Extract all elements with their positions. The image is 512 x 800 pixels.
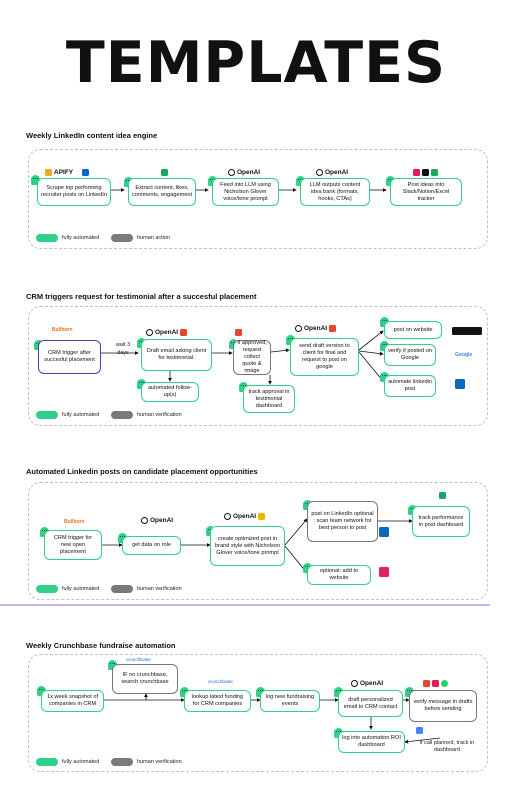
automation-bot-icon [37,686,46,696]
section-title-testimonial: CRM triggers request for testimonial aft… [26,292,257,301]
legend-automated-label: fully automated [62,412,100,418]
legend-automated-swatch [36,234,58,242]
slack-notion-sheets-icons [413,169,438,176]
workflow-step-scrape: Scrape top performing recruiter posts on… [37,178,111,206]
workflow-step-add-website: optional: add to website [307,565,371,585]
section-divider [0,604,490,606]
bullhorn-logo: Bullhorn [52,327,73,333]
legend-human-label: human verification [137,586,182,592]
apify-logo: APIFY [45,169,73,176]
workflow-step-crm-trigger: CRM trigger after succesful placement [38,340,101,374]
workflow-step-verify-drafts: verify message in drafts before sending [409,690,477,722]
section-title-linkedin-engine: Weekly LinkedIn content idea engine [26,131,158,140]
workflow-step-extract: Extract content, likes, comments, engage… [128,178,196,206]
openai-logo: OpenAI [316,169,348,176]
sheets-icon [161,169,168,176]
workflow-step-roi-dashboard: log into automation ROI dashboard [338,731,405,753]
legend-automated-swatch [36,411,58,419]
openai-logo: OpenAI [141,517,173,524]
workflow-step-track-approval: track approval in testimonial dashboard [243,385,295,413]
crunchbase-logo: crunchbase [126,658,151,663]
sheets-icon [439,492,446,499]
legend-automated-label: fully automated [62,235,100,241]
legend-human-swatch [111,758,133,766]
workflow-step-if-no-crunchbase: IF no crunchbase, search crunchbase [112,664,178,694]
automation-bot-icon [380,317,389,327]
workflow-panel-testimonial [28,306,488,426]
nicholson-glover-logo [452,327,482,335]
workflow-step-new-placement: CRM trigger for new open placement [44,530,102,560]
legend-automated-label: fully automated [62,586,100,592]
workflow-note-call-planned: if call planned, track in dashboard [419,740,475,753]
legend-automated-label: fully automated [62,759,100,765]
workflow-step-weekly-snapshot: 1x week snapshot of companies in CRM [41,690,104,712]
legend-human-swatch [111,234,133,242]
legend-automated-swatch [36,758,58,766]
bullhorn-logo: Bullhorn [64,519,85,525]
workflow-step-track-performance: track performance in post dashboard [412,506,470,537]
workflow-step-follow-up: automated follow-up(s) [141,382,199,402]
section-title-candidate-posts: Automated Linkedin posts on candidate pl… [26,467,258,476]
calendar-icon [416,727,423,734]
automation-bot-icon [31,175,40,185]
section-title-crunchbase: Weekly Crunchbase fundraise automation [26,641,176,650]
linkedin-icon [82,169,89,176]
legend-human-swatch [111,411,133,419]
workflow-panel-candidate-posts [28,482,488,600]
workflow-step-verify-google: verify if posted on Google [384,344,436,366]
workflow-step-log-events: log new fundraising events [260,690,320,712]
legend-human-label: human action [137,235,171,241]
workflow-panel-crunchbase [28,654,488,772]
page-title: TEMPLATES [65,30,447,96]
workflow-step-linkedin-post: automate linkedin post [384,375,436,397]
workflow-step-draft-email: draft personalized email to CRM contact [338,690,403,717]
linkedin-icon [455,379,465,389]
workflow-step-approved: If approved, request collect quote & ima… [233,340,271,375]
google-logo: Google [455,352,473,358]
legend-human-label: human verification [137,759,182,765]
wait-label: wait 3 days [115,342,131,356]
workflow-step-create-post: create optimized post in brand style wit… [210,526,285,566]
workflow-step-lookup-funding: lookup latest funding for CRM companies [184,690,251,712]
gmail-icon [235,329,242,336]
linkedin-icon [379,527,389,537]
legend-automated-swatch [36,585,58,593]
legend-human-swatch [111,585,133,593]
openai-gmail-logos: OpenAI [295,325,337,332]
human-bot-icon [108,660,117,670]
workflow-step-post-ideas: Post ideas into Slack/Notion/Excel track… [390,178,462,206]
openai-docs-logos: OpenAI [224,513,266,520]
workflow-step-idea-bank: LLM outputs content idea bank (formats, … [300,178,370,206]
gmail-slack-whatsapp-icons [423,680,448,687]
workflow-step-feed-llm: Feed into LLM using Nicholson Glover voi… [212,178,279,206]
nicholson-glover-icon [379,567,389,577]
workflow-panel-linkedin-engine [28,149,488,249]
openai-logo: OpenAI [351,680,383,687]
crunchbase-logo: crunchbase [208,680,233,685]
workflow-step-send-draft: send draft version to client for final a… [290,338,359,376]
openai-gmail-logos: OpenAI [146,329,188,336]
legend-human-label: human verification [137,412,182,418]
workflow-step-draft-email: Draft email asking client for testimonia… [141,339,212,371]
workflow-step-role-data: get data on role [122,536,181,555]
openai-logo: OpenAI [228,169,260,176]
workflow-step-post-linkedin: post on LinkedIn optional : scan team ne… [307,501,378,542]
workflow-step-post-website: post on website [384,321,442,339]
